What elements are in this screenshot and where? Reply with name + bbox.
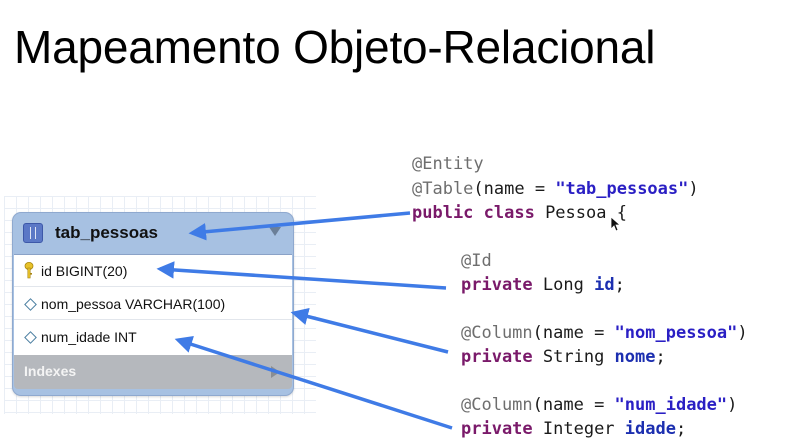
code-text: ; xyxy=(655,347,666,367)
code-text: (name = xyxy=(473,179,556,199)
annotation: @Column xyxy=(461,323,533,343)
field-name: idade xyxy=(624,419,676,439)
code-line-table: @Table(name = "tab_pessoas") xyxy=(412,178,699,200)
code-line-column2-annotation: @Column(name = "num_idade") xyxy=(461,394,737,416)
column-row-nom-pessoa[interactable]: nom_pessoa VARCHAR(100) xyxy=(14,288,292,320)
code-text: ) xyxy=(727,395,738,415)
keyword: public class xyxy=(412,203,535,223)
code-text: ; xyxy=(614,275,625,295)
code-line-column1-field: private String nome; xyxy=(461,346,666,368)
code-line-column2-field: private Integer idade; xyxy=(461,418,686,440)
annotation: @Column xyxy=(461,395,533,415)
table-icon xyxy=(23,223,43,243)
er-table-entity[interactable]: tab_pessoas id BIGINT(20) nom_pessoa VAR… xyxy=(12,212,294,396)
code-text: String xyxy=(532,347,615,367)
chevron-down-icon[interactable] xyxy=(269,227,281,236)
code-line-entity: @Entity xyxy=(412,153,484,175)
code-text: (name = xyxy=(532,395,615,415)
column-label: nom_pessoa VARCHAR(100) xyxy=(41,296,226,312)
code-text: ; xyxy=(675,419,687,439)
indexes-label: Indexes xyxy=(24,363,77,379)
column-row-id[interactable]: id BIGINT(20) xyxy=(14,255,292,287)
code-text: Integer xyxy=(532,419,625,439)
table-columns: id BIGINT(20) nom_pessoa VARCHAR(100) nu… xyxy=(14,254,292,355)
annotation: @Entity xyxy=(412,154,484,174)
field-name: nome xyxy=(614,347,656,367)
column-label: id BIGINT(20) xyxy=(41,263,128,279)
code-line-id-field: private Long id; xyxy=(461,274,625,296)
table-name: tab_pessoas xyxy=(55,223,158,242)
annotation: @Table xyxy=(412,179,474,199)
field-name: id xyxy=(594,275,615,295)
key-icon xyxy=(24,262,34,279)
code-text: ) xyxy=(688,179,699,199)
keyword: private xyxy=(461,347,533,367)
code-text: Pessoa { xyxy=(534,203,627,223)
string-literal: "tab_pessoas" xyxy=(555,179,689,199)
mouse-cursor-icon xyxy=(610,216,620,232)
code-line-class: public class Pessoa { xyxy=(412,202,627,224)
code-line-id-annotation: @Id xyxy=(461,250,492,272)
arrow-idade-to-column xyxy=(174,335,453,430)
keyword: private xyxy=(461,419,533,439)
annotation: @Id xyxy=(461,251,492,271)
string-literal: "num_idade" xyxy=(614,395,728,415)
arrow-id-to-column xyxy=(156,261,447,290)
column-row-num-idade[interactable]: num_idade INT xyxy=(14,321,292,353)
code-text: Long xyxy=(532,275,595,295)
slide-title: Mapeamento Objeto-Relacional xyxy=(14,21,656,73)
keyword: private xyxy=(461,275,533,295)
code-text: ) xyxy=(737,323,748,343)
code-line-column1-annotation: @Column(name = "nom_pessoa") xyxy=(461,322,748,344)
string-literal: "nom_pessoa" xyxy=(614,323,738,343)
arrow-nome-to-column xyxy=(290,307,449,354)
code-text: (name = xyxy=(532,323,615,343)
table-header[interactable]: tab_pessoas xyxy=(13,213,293,253)
column-label: num_idade INT xyxy=(41,329,137,345)
arrow-class-to-table xyxy=(188,211,411,241)
